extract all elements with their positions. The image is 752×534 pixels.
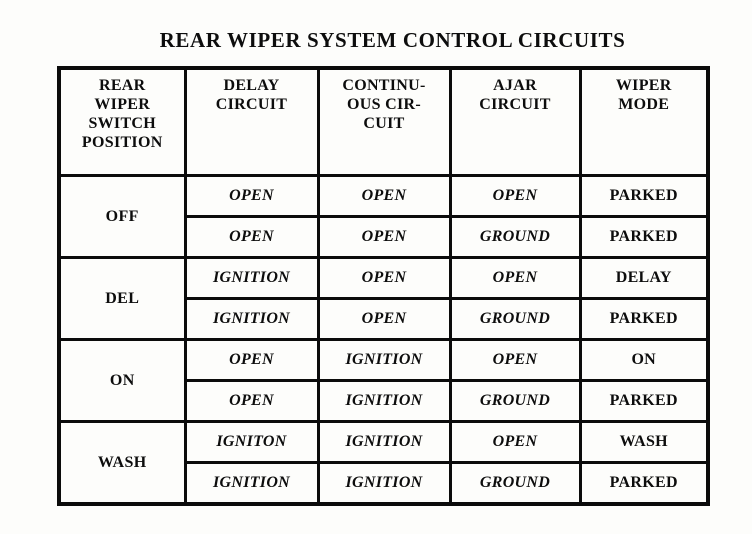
delay-circuit-cell: OPEN: [183, 215, 320, 259]
wiper-mode-cell: PARKED: [578, 461, 710, 506]
table-row: IGNITION OPEN GROUND PARKED: [59, 297, 710, 341]
ajar-circuit-cell: GROUND: [448, 215, 582, 259]
continuous-circuit-cell: OPEN: [316, 215, 452, 259]
header-continuous-circuit: CONTINU- OUS CIR- CUIT: [316, 66, 452, 177]
continuous-circuit-cell: IGNITION: [316, 379, 452, 423]
delay-circuit-cell: OPEN: [183, 379, 320, 423]
delay-circuit-cell: IGNITION: [183, 297, 320, 341]
switch-position-cell: DEL: [57, 256, 187, 341]
continuous-circuit-cell: OPEN: [316, 256, 452, 300]
delay-circuit-cell: OPEN: [183, 338, 320, 382]
switch-position-cell: ON: [57, 338, 187, 423]
switch-position-cell: OFF: [57, 174, 187, 259]
delay-circuit-cell: IGNITON: [183, 420, 320, 464]
header-wiper-mode: WIPER MODE: [578, 66, 710, 177]
header-delay-circuit: DELAY CIRCUIT: [183, 66, 320, 177]
header-switch-position: REAR WIPER SWITCH POSITION: [57, 66, 187, 177]
continuous-circuit-cell: OPEN: [316, 174, 452, 218]
wiper-mode-cell: DELAY: [578, 256, 710, 300]
wiper-mode-cell: ON: [578, 338, 710, 382]
table-row: OPEN IGNITION GROUND PARKED: [59, 379, 710, 423]
ajar-circuit-cell: GROUND: [448, 379, 582, 423]
header-ajar-circuit: AJAR CIRCUIT: [448, 66, 582, 177]
table-row: OFF OPEN OPEN OPEN PARKED: [57, 174, 710, 259]
ajar-circuit-cell: GROUND: [448, 297, 582, 341]
page-title: REAR WIPER SYSTEM CONTROL CIRCUITS: [159, 28, 626, 52]
switch-position-cell: WASH: [57, 420, 187, 506]
ajar-circuit-cell: OPEN: [448, 256, 582, 300]
continuous-circuit-cell: IGNITION: [316, 420, 452, 464]
continuous-circuit-cell: IGNITION: [316, 461, 452, 506]
wiper-mode-cell: PARKED: [578, 215, 710, 259]
ajar-circuit-cell: GROUND: [448, 461, 582, 506]
table-row: OPEN OPEN GROUND PARKED: [59, 215, 710, 259]
table-row: IGNITION IGNITION GROUND PARKED: [59, 461, 710, 506]
wiper-mode-cell: PARKED: [578, 297, 710, 341]
ajar-circuit-cell: OPEN: [448, 174, 582, 218]
continuous-circuit-cell: IGNITION: [316, 338, 452, 382]
delay-circuit-cell: OPEN: [183, 174, 320, 218]
table-row: ON OPEN IGNITION OPEN ON: [57, 338, 710, 423]
delay-circuit-cell: IGNITION: [183, 461, 320, 506]
wiper-mode-cell: PARKED: [578, 174, 710, 218]
ajar-circuit-cell: OPEN: [448, 338, 582, 382]
table-header: REAR WIPER SWITCH POSITION DELAY CIRCUIT…: [57, 66, 710, 177]
wiper-mode-cell: PARKED: [578, 379, 710, 423]
continuous-circuit-cell: OPEN: [316, 297, 452, 341]
wiper-mode-cell: WASH: [578, 420, 710, 464]
control-circuits-table: REAR WIPER SWITCH POSITION DELAY CIRCUIT…: [57, 66, 710, 506]
header-row: REAR WIPER SWITCH POSITION DELAY CIRCUIT…: [57, 66, 710, 177]
table-row: WASH IGNITON IGNITION OPEN WASH: [57, 420, 710, 506]
delay-circuit-cell: IGNITION: [183, 256, 320, 300]
table-body: OFF OPEN OPEN OPEN PARKED OPEN OPEN GROU…: [57, 174, 710, 506]
ajar-circuit-cell: OPEN: [448, 420, 582, 464]
table-row: DEL IGNITION OPEN OPEN DELAY: [57, 256, 710, 341]
